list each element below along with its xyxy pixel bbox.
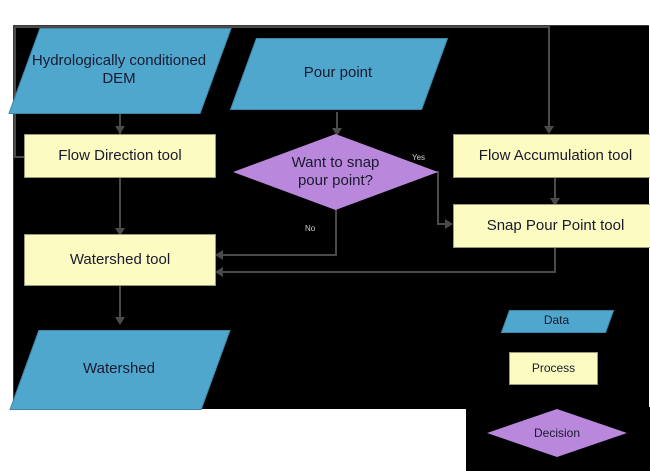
arrowhead-decision (332, 128, 342, 136)
arrowhead-watershed-tool-right-lower (215, 267, 223, 277)
node-flow-accumulation-tool[interactable]: Flow Accumulation tool (453, 134, 650, 178)
branch-label-no: No (305, 224, 316, 233)
node-hydrologically-conditioned-dem[interactable]: Hydrologically conditioned DEM (8, 28, 232, 114)
branch-label-yes: Yes (412, 153, 426, 162)
node-label: Want to snap pour point? (291, 153, 380, 189)
legend-item-data: Data (500, 310, 615, 333)
arrowhead-watershed-tool-right-upper (215, 250, 223, 260)
connector-yes-into-snap (437, 223, 451, 225)
connector-watershed-tool-to-watershed (119, 285, 121, 321)
connector-yes-vertical (437, 171, 439, 224)
connector-no-vertical (335, 208, 337, 255)
connector-top-rail-horizontal (14, 26, 549, 28)
node-label: Watershed tool (69, 250, 171, 268)
connector-flow-direction-to-watershed-tool (119, 178, 121, 230)
node-label: Hydrologically conditioned DEM (31, 51, 207, 87)
node-pour-point[interactable]: Pour point (229, 38, 449, 110)
connector-snap-to-watershed-horizontal (223, 271, 556, 273)
connector-snap-to-watershed-vertical (554, 247, 556, 273)
node-want-to-snap-pour-point[interactable]: Want to snap pour point? (233, 134, 438, 210)
arrowhead-flow-direction (115, 126, 125, 134)
node-watershed-tool[interactable]: Watershed tool (24, 234, 216, 286)
legend-item-process: Process (509, 352, 598, 385)
arrowhead-snap-pour-point-left (445, 219, 453, 229)
node-label: Pour point (303, 63, 373, 81)
node-flow-direction-tool[interactable]: Flow Direction tool (24, 134, 216, 178)
legend-item-decision: Decision (487, 409, 627, 457)
arrowhead-flow-accumulation (544, 126, 554, 134)
connector-dem-to-flow-direction (119, 112, 121, 134)
connector-flow-accumulation-to-snap (554, 178, 556, 202)
node-label: Snap Pour Point tool (486, 216, 625, 234)
connector-no-horizontal (223, 254, 337, 256)
node-label: Flow Direction tool (58, 146, 182, 164)
arrowhead-snap-pour-point-top (550, 198, 560, 206)
arrowhead-watershed (115, 317, 125, 325)
node-label: Flow Accumulation tool (478, 146, 633, 164)
connector-top-rail-to-flow-accumulation (548, 26, 550, 128)
connector-pour-point-to-decision (336, 112, 338, 134)
arrowhead-watershed-tool-top (115, 228, 125, 236)
legend-label: Data (543, 313, 570, 328)
legend-label: Process (531, 361, 576, 376)
legend-label: Decision (533, 425, 581, 440)
node-watershed[interactable]: Watershed (9, 330, 231, 410)
node-snap-pour-point-tool[interactable]: Snap Pour Point tool (453, 204, 650, 248)
connector-left-rail-horizontal (14, 156, 26, 158)
node-label: Watershed (83, 359, 155, 377)
